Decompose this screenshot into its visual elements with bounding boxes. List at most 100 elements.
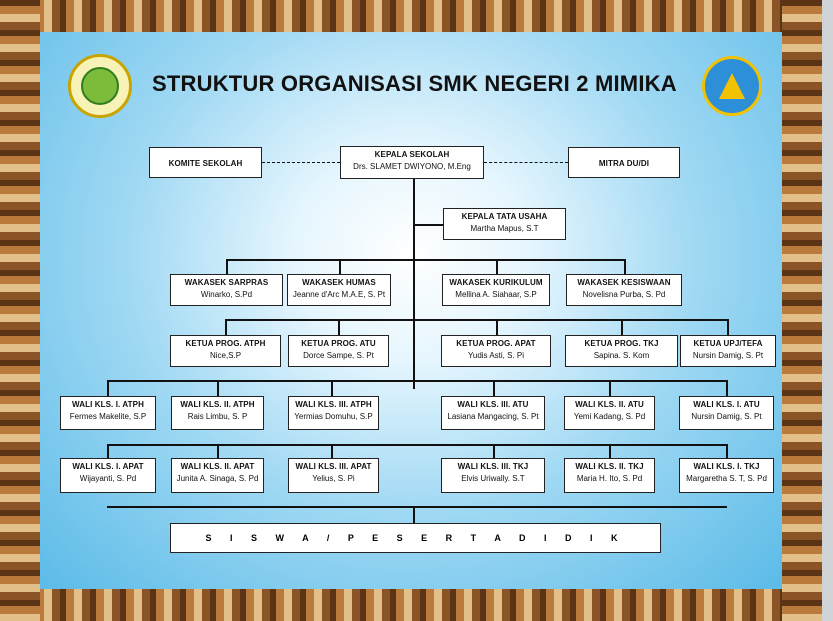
wakasek-bus-line [226,259,625,261]
box-person-name: Fermes Makelite, S.P [69,412,147,421]
box-mitra-dudi: MITRA DU/DI [568,147,680,178]
box-person-name: Dorce Sampe, S. Pt [303,351,374,360]
drop-line [624,259,626,274]
ketua-bus-line [225,319,728,321]
box-title: WAKASEK HUMAS [302,278,376,287]
box-person-name: Jeanne d'Arc M.A.E, S. Pt [292,290,386,299]
box-person-name: Margaretha S. T, S. Pd [686,474,767,483]
box-person-name: Winarko, S.Pd [200,290,253,299]
box-person-name: Yemi Kadang, S. Pd [573,412,646,421]
drop-line [225,319,227,335]
drop-line [493,444,495,458]
box-title: KETUA UPJ/TEFA [693,339,763,348]
drop-line [726,444,728,458]
box-person-name: Yermias Domuhu, S.P [294,412,373,421]
carved-border-top [0,0,822,32]
drop-line [621,319,623,335]
box-title: S I S W A / P E S E R T A D I D I K [205,533,626,543]
box-ketua-upj-tefa: KETUA UPJ/TEFA Nursin Damig, S. Pt [680,335,776,367]
box-komite-sekolah: KOMITE SEKOLAH [149,147,262,178]
box-title: WAKASEK KURIKULUM [449,278,543,287]
tut-wuri-handayani-icon [702,56,762,116]
carved-border-left [0,0,40,621]
box-title: WALI KLS. I. TKJ [693,462,760,471]
wali-row1-bus-line [107,380,727,382]
box-kepala-tata-usaha: KEPALA TATA USAHA Martha Mapus, S.T [443,208,566,240]
box-title: WALI KLS. II. ATU [575,400,644,409]
box-wali-kls-ii-apat: WALI KLS. II. APAT Junita A. Sinaga, S. … [171,458,264,493]
box-wali-kls-ii-atu: WALI KLS. II. ATU Yemi Kadang, S. Pd [564,396,655,430]
box-title: KEPALA TATA USAHA [461,212,548,221]
box-title: WAKASEK KESISWAAN [577,278,671,287]
box-wali-kls-iii-apat: WALI KLS. III. APAT Yelius, S. Pi [288,458,379,493]
box-title: KETUA PROG. APAT [456,339,536,348]
box-ketua-prog-atph: KETUA PROG. ATPH Nice,S.P [170,335,281,367]
chart-background [40,32,782,589]
box-title: KETUA PROG. ATPH [185,339,266,348]
drop-line [609,380,611,396]
box-person-name: Nursin Damig, S. Pt [691,412,762,421]
carved-border-right [782,0,822,621]
box-wali-kls-i-atu: WALI KLS. I. ATU Nursin Damig, S. Pt [679,396,774,430]
drop-line [496,319,498,335]
box-title: WALI KLS. III. TKJ [457,462,529,471]
box-wakasek-sarpras: WAKASEK SARPRAS Winarko, S.Pd [170,274,283,306]
box-ketua-prog-apat: KETUA PROG. APAT Yudis Asti, S. Pi [441,335,551,367]
box-title: KETUA PROG. ATU [301,339,376,348]
box-kepala-sekolah: KEPALA SEKOLAH Drs. SLAMET DWIYONO, M.En… [340,146,484,179]
box-title: KEPALA SEKOLAH [374,150,450,159]
box-siswa-peserta-didik: S I S W A / P E S E R T A D I D I K [170,523,661,553]
drop-line [726,380,728,396]
wali-row2-bus-line [107,444,727,446]
main-trunk-line [413,178,415,389]
drop-line [727,319,729,335]
drop-line [339,259,341,274]
box-person-name: Nice,S.P [209,351,242,360]
drop-line [413,506,415,523]
box-wali-kls-iii-atu: WALI KLS. III. ATU Lasiana Mangacing, S.… [441,396,545,430]
drop-line [226,259,228,274]
box-wakasek-kesiswaan: WAKASEK KESISWAAN Novelisna Purba, S. Pd [566,274,682,306]
box-title: WALI KLS. II. APAT [180,462,255,471]
box-title: WALI KLS. III. APAT [295,462,372,471]
box-title: WAKASEK SARPRAS [184,278,269,287]
box-person-name: Wijayanti, S. Pd [79,474,137,483]
box-wakasek-humas: WAKASEK HUMAS Jeanne d'Arc M.A.E, S. Pt [287,274,391,306]
box-title: WALI KLS. II. TKJ [575,462,644,471]
box-person-name: Sapina. S. Kom [593,351,650,360]
drop-line [107,380,109,396]
box-title: WALI KLS. III. ATPH [295,400,372,409]
box-person-name: Yelius, S. Pi [312,474,355,483]
box-title: WALI KLS. III. ATU [457,400,529,409]
box-person-name: Lasiana Mangacing, S. Pt [447,412,539,421]
box-person-name: Yudis Asti, S. Pi [467,351,525,360]
drop-line [217,444,219,458]
box-title: KETUA PROG. TKJ [584,339,659,348]
box-title: WALI KLS. I. APAT [72,462,144,471]
box-ketua-prog-tkj: KETUA PROG. TKJ Sapina. S. Kom [565,335,678,367]
box-wakasek-kurikulum: WAKASEK KURIKULUM Mellina A. Siahaar, S.… [442,274,550,306]
box-title: WALI KLS. I. ATPH [72,400,144,409]
box-person-name: Maria H. Ito, S. Pd [576,474,643,483]
box-person-name: Martha Mapus, S.T [470,224,539,233]
carved-border-bottom [0,589,822,621]
box-title: MITRA DU/DI [598,159,650,168]
box-person-name: Junita A. Sinaga, S. Pd [176,474,259,483]
box-person-name: Novelisna Purba, S. Pd [582,290,666,299]
drop-line [493,380,495,396]
drop-line [331,380,333,396]
box-title: KOMITE SEKOLAH [168,159,243,168]
box-title: WALI KLS. II. ATPH [180,400,255,409]
box-wali-kls-ii-tkj: WALI KLS. II. TKJ Maria H. Ito, S. Pd [564,458,655,493]
page-title: STRUKTUR ORGANISASI SMK NEGERI 2 MIMIKA [152,71,677,96]
dashed-link-komite [262,162,340,163]
drop-line [338,319,340,335]
box-title: WALI KLS. I. ATU [693,400,760,409]
box-wali-kls-iii-atph: WALI KLS. III. ATPH Yermias Domuhu, S.P [288,396,379,430]
box-person-name: Rais Limbu, S. P [187,412,248,421]
drop-line [331,444,333,458]
box-wali-kls-ii-atph: WALI KLS. II. ATPH Rais Limbu, S. P [171,396,264,430]
school-emblem-icon [68,54,132,118]
dashed-link-mitra [484,162,568,163]
box-wali-kls-i-apat: WALI KLS. I. APAT Wijayanti, S. Pd [60,458,156,493]
